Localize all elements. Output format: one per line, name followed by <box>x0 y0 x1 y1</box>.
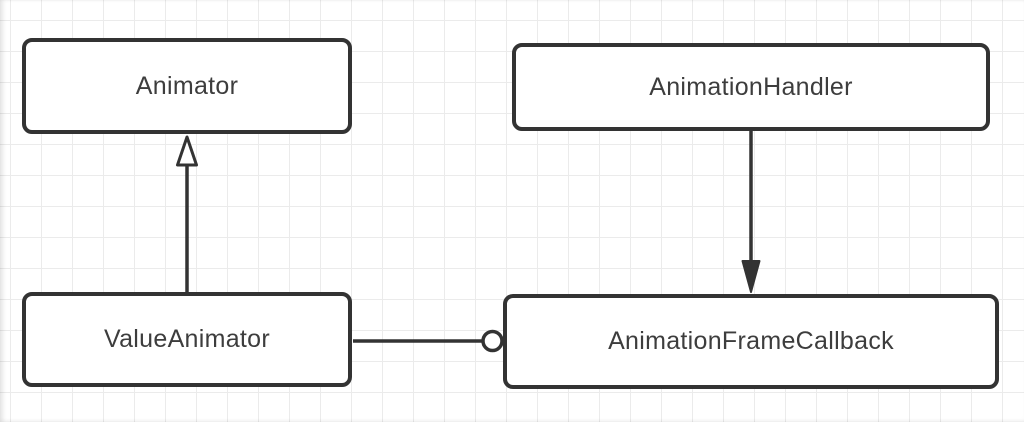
node-animation-frame-callback-label: AnimationFrameCallback <box>608 327 894 355</box>
solid-arrowhead-icon <box>741 260 761 293</box>
lollipop-circle-icon <box>481 329 504 353</box>
edge-arrow-animationhandler-to-animationframecallback <box>741 131 761 293</box>
edge-inheritance-valueanimator-to-animator <box>176 135 198 293</box>
node-animation-handler-label: AnimationHandler <box>649 72 853 101</box>
node-value-animator: ValueAnimator <box>22 292 352 387</box>
node-animation-handler: AnimationHandler <box>512 43 990 131</box>
node-animator: Animator <box>22 38 352 134</box>
node-value-animator-label: ValueAnimator <box>103 325 271 353</box>
node-animation-frame-callback: AnimationFrameCallback <box>503 294 999 389</box>
edge-lollipop-valueanimator-to-animationframecallback <box>353 329 504 353</box>
hollow-triangle-icon <box>176 135 198 167</box>
node-animator-label: Animator <box>135 71 239 100</box>
